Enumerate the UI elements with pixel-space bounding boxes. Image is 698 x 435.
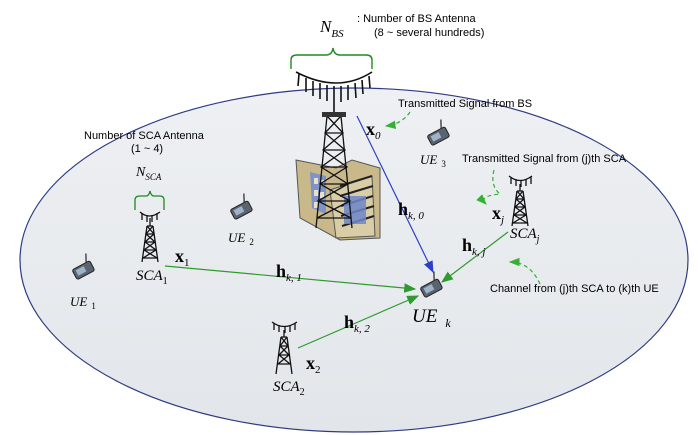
tx-sca-annotation: Transmitted Signal from (j)th SCA [462, 153, 627, 165]
sca-antenna-count-label: NSCA [135, 165, 162, 182]
sca1-tower-icon [139, 211, 161, 263]
signal-x1-label: x1 [175, 246, 190, 269]
scaj-tower-icon [508, 175, 533, 227]
uek-device-icon [420, 271, 443, 298]
tx-bs-pointer [384, 111, 411, 129]
ue2-device-icon [230, 193, 253, 220]
tx-sca-pointer [476, 169, 502, 205]
signal-xj-label: xj [492, 203, 504, 226]
coverage-area [19, 87, 689, 433]
tx-bs-annotation: Transmitted Signal from BS [398, 98, 532, 110]
channel-hk0-label: hk, 0 [398, 199, 424, 222]
sca-antenna-title-line1: Number of SCA Antenna [84, 130, 205, 142]
bs-antenna-desc-line2: (8 ~ several hundreds) [374, 27, 484, 39]
ue1-device-icon [72, 253, 95, 280]
bs-antenna-count-label: NBS [319, 17, 344, 40]
sca-antenna-title-line2: (1 ~ 4) [131, 143, 163, 155]
signal-x0-label: x0 [366, 119, 381, 142]
bs-antenna-brace [290, 47, 373, 69]
sca-antenna-brace [134, 190, 165, 210]
base-station-icon [295, 112, 381, 241]
channel-pointer [508, 257, 541, 285]
sca2-label: SCA2 [273, 379, 305, 398]
channel-hk2-label: hk, 2 [344, 312, 370, 335]
channel-arrow-sca1 [164, 265, 417, 293]
sca2-tower-icon [271, 321, 298, 375]
channel-arrow-scaj [441, 231, 509, 283]
bs-antenna-array-icon [295, 71, 373, 116]
sca1-label: SCA1 [136, 268, 168, 287]
channel-hkj-label: hk, j [462, 235, 485, 258]
ue3-device-icon [427, 119, 450, 146]
scaj-label: SCAj [510, 226, 540, 245]
signal-x2-label: x2 [306, 353, 321, 376]
bs-antenna-desc-line1: : Number of BS Antenna [357, 13, 477, 25]
channel-hk1-label: hk, 1 [276, 261, 302, 284]
channel-arrow-bs [356, 115, 434, 274]
channel-arrow-sca2 [297, 295, 420, 349]
channel-annotation: Channel from (j)th SCA to (k)th UE [490, 283, 659, 295]
